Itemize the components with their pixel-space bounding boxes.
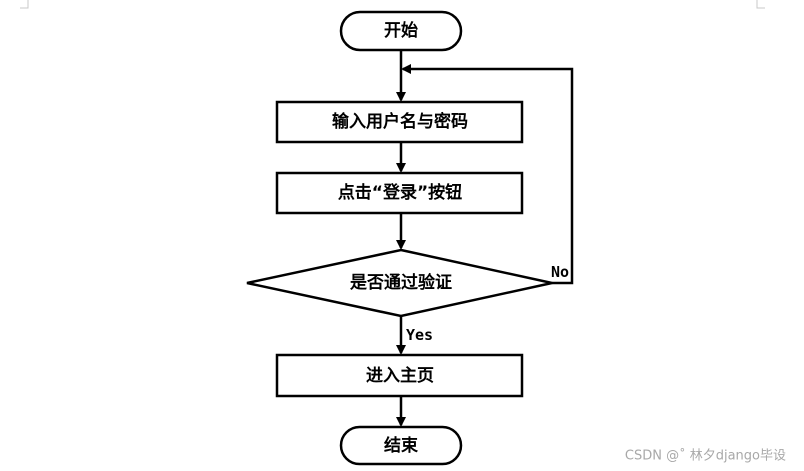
csdn-watermark: CSDN @˚ 林夕django毕设 <box>625 448 786 464</box>
end-node <box>339 425 463 466</box>
input-credentials-label: 输入用户名与密码 <box>332 111 468 132</box>
yes-branch-label: Yes <box>406 326 433 344</box>
start-node-label: 开始 <box>384 20 418 41</box>
enter-home-label: 进入主页 <box>366 365 434 386</box>
no-branch-label: No <box>551 263 569 281</box>
end-node-label: 结束 <box>384 435 418 456</box>
page-corner-mark-right <box>756 0 765 9</box>
click-login-step <box>275 171 524 215</box>
input-credentials-step <box>275 100 524 144</box>
verification-decision-label: 是否通过验证 <box>350 272 452 293</box>
arrow-no-loop-back <box>401 64 574 285</box>
page-corner-mark-left <box>20 0 29 9</box>
click-login-label: 点击“登录”按钮 <box>338 182 462 203</box>
enter-home-step <box>275 353 524 398</box>
